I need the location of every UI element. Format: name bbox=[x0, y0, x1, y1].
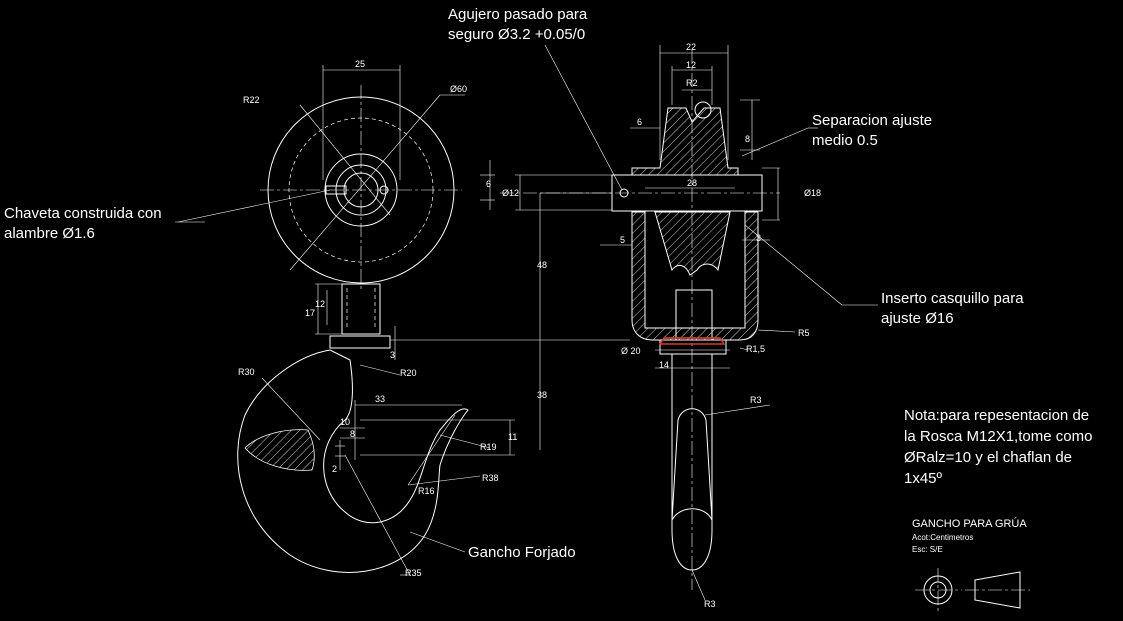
dim-48: 48 bbox=[537, 260, 547, 270]
dim-r38: R38 bbox=[482, 473, 499, 483]
title-block-title: GANCHO PARA GRÚA bbox=[912, 517, 1027, 530]
dim-r16: R16 bbox=[418, 486, 435, 496]
dim-r20: R20 bbox=[400, 368, 417, 378]
dim-d60: Ø60 bbox=[450, 84, 467, 94]
leader-lines bbox=[175, 44, 878, 306]
note-gancho: Gancho Forjado bbox=[468, 544, 576, 561]
dim-12: 12 bbox=[686, 60, 696, 70]
dim-r30: R30 bbox=[238, 367, 255, 377]
note-chaveta-l2: alambre Ø1.6 bbox=[4, 225, 95, 242]
dim-r3a: R3 bbox=[750, 395, 762, 405]
dim-6: 6 bbox=[486, 179, 491, 189]
dim-12v: 12 bbox=[315, 299, 325, 309]
dim-25: 25 bbox=[355, 59, 365, 69]
nota-l1: Nota:para repesentacion de bbox=[904, 407, 1089, 424]
title-block-scale: Esc: S/E bbox=[912, 545, 943, 554]
note-chaveta-l1: Chaveta construida con bbox=[4, 205, 162, 222]
note-separacion-l1: Separacion ajuste bbox=[812, 112, 932, 129]
dim-11: 11 bbox=[508, 432, 517, 442]
note-inserto-l2: ajuste Ø16 bbox=[881, 310, 954, 327]
dim-d20: Ø 20 bbox=[621, 346, 641, 356]
dim-6b: 6 bbox=[637, 117, 642, 127]
note-separacion-l2: medio 0.5 bbox=[812, 132, 878, 149]
dim-8b: 8 bbox=[745, 134, 750, 144]
note-agujero-l2: seguro Ø3.2 +0.05/0 bbox=[448, 26, 585, 43]
dim-d18: Ø18 bbox=[804, 188, 821, 198]
note-inserto-l1: Inserto casquillo para bbox=[881, 290, 1024, 307]
dim-d12: Ø12 bbox=[502, 188, 519, 198]
dim-5: 5 bbox=[620, 235, 625, 245]
projection-symbol bbox=[915, 568, 1030, 612]
dim-33: 33 bbox=[375, 394, 385, 404]
dim-8: 8 bbox=[350, 429, 355, 439]
dim-r22: R22 bbox=[243, 95, 260, 105]
hook-side-view bbox=[237, 349, 515, 576]
dim-28: 28 bbox=[687, 178, 697, 188]
dim-r15: R1,5 bbox=[746, 344, 765, 354]
dim-3b: 3 bbox=[756, 233, 761, 243]
title-block-units: Acot:Centimetros bbox=[912, 533, 973, 542]
dim-2: 2 bbox=[332, 464, 337, 474]
dim-22: 22 bbox=[686, 42, 696, 52]
dim-r2: R2 bbox=[686, 78, 698, 88]
section-view bbox=[390, 45, 796, 601]
nota-l4: 1x45º bbox=[904, 470, 943, 487]
dim-17: 17 bbox=[305, 308, 315, 318]
dim-r35: R35 bbox=[405, 568, 422, 578]
dim-r5: R5 bbox=[798, 328, 810, 338]
note-agujero-l1: Agujero pasado para bbox=[448, 6, 588, 23]
annotation-texts: Agujero pasado para seguro Ø3.2 +0.05/0 … bbox=[4, 6, 1092, 561]
dim-14: 14 bbox=[659, 360, 669, 370]
dimension-texts: 25 R22 Ø60 6 17 12 3 R20 R30 33 10 8 11 … bbox=[238, 42, 821, 609]
nota-l2: la Rosca M12X1,tome como bbox=[904, 428, 1092, 445]
pulley-front-view bbox=[260, 65, 495, 376]
dim-10: 10 bbox=[340, 417, 350, 427]
dim-3: 3 bbox=[390, 350, 395, 360]
dim-r19: R19 bbox=[480, 442, 497, 452]
nota-l3: ØRalz=10 y el chaflan de bbox=[904, 449, 1072, 466]
dim-r3b: R3 bbox=[704, 599, 716, 609]
dim-38: 38 bbox=[537, 390, 547, 400]
